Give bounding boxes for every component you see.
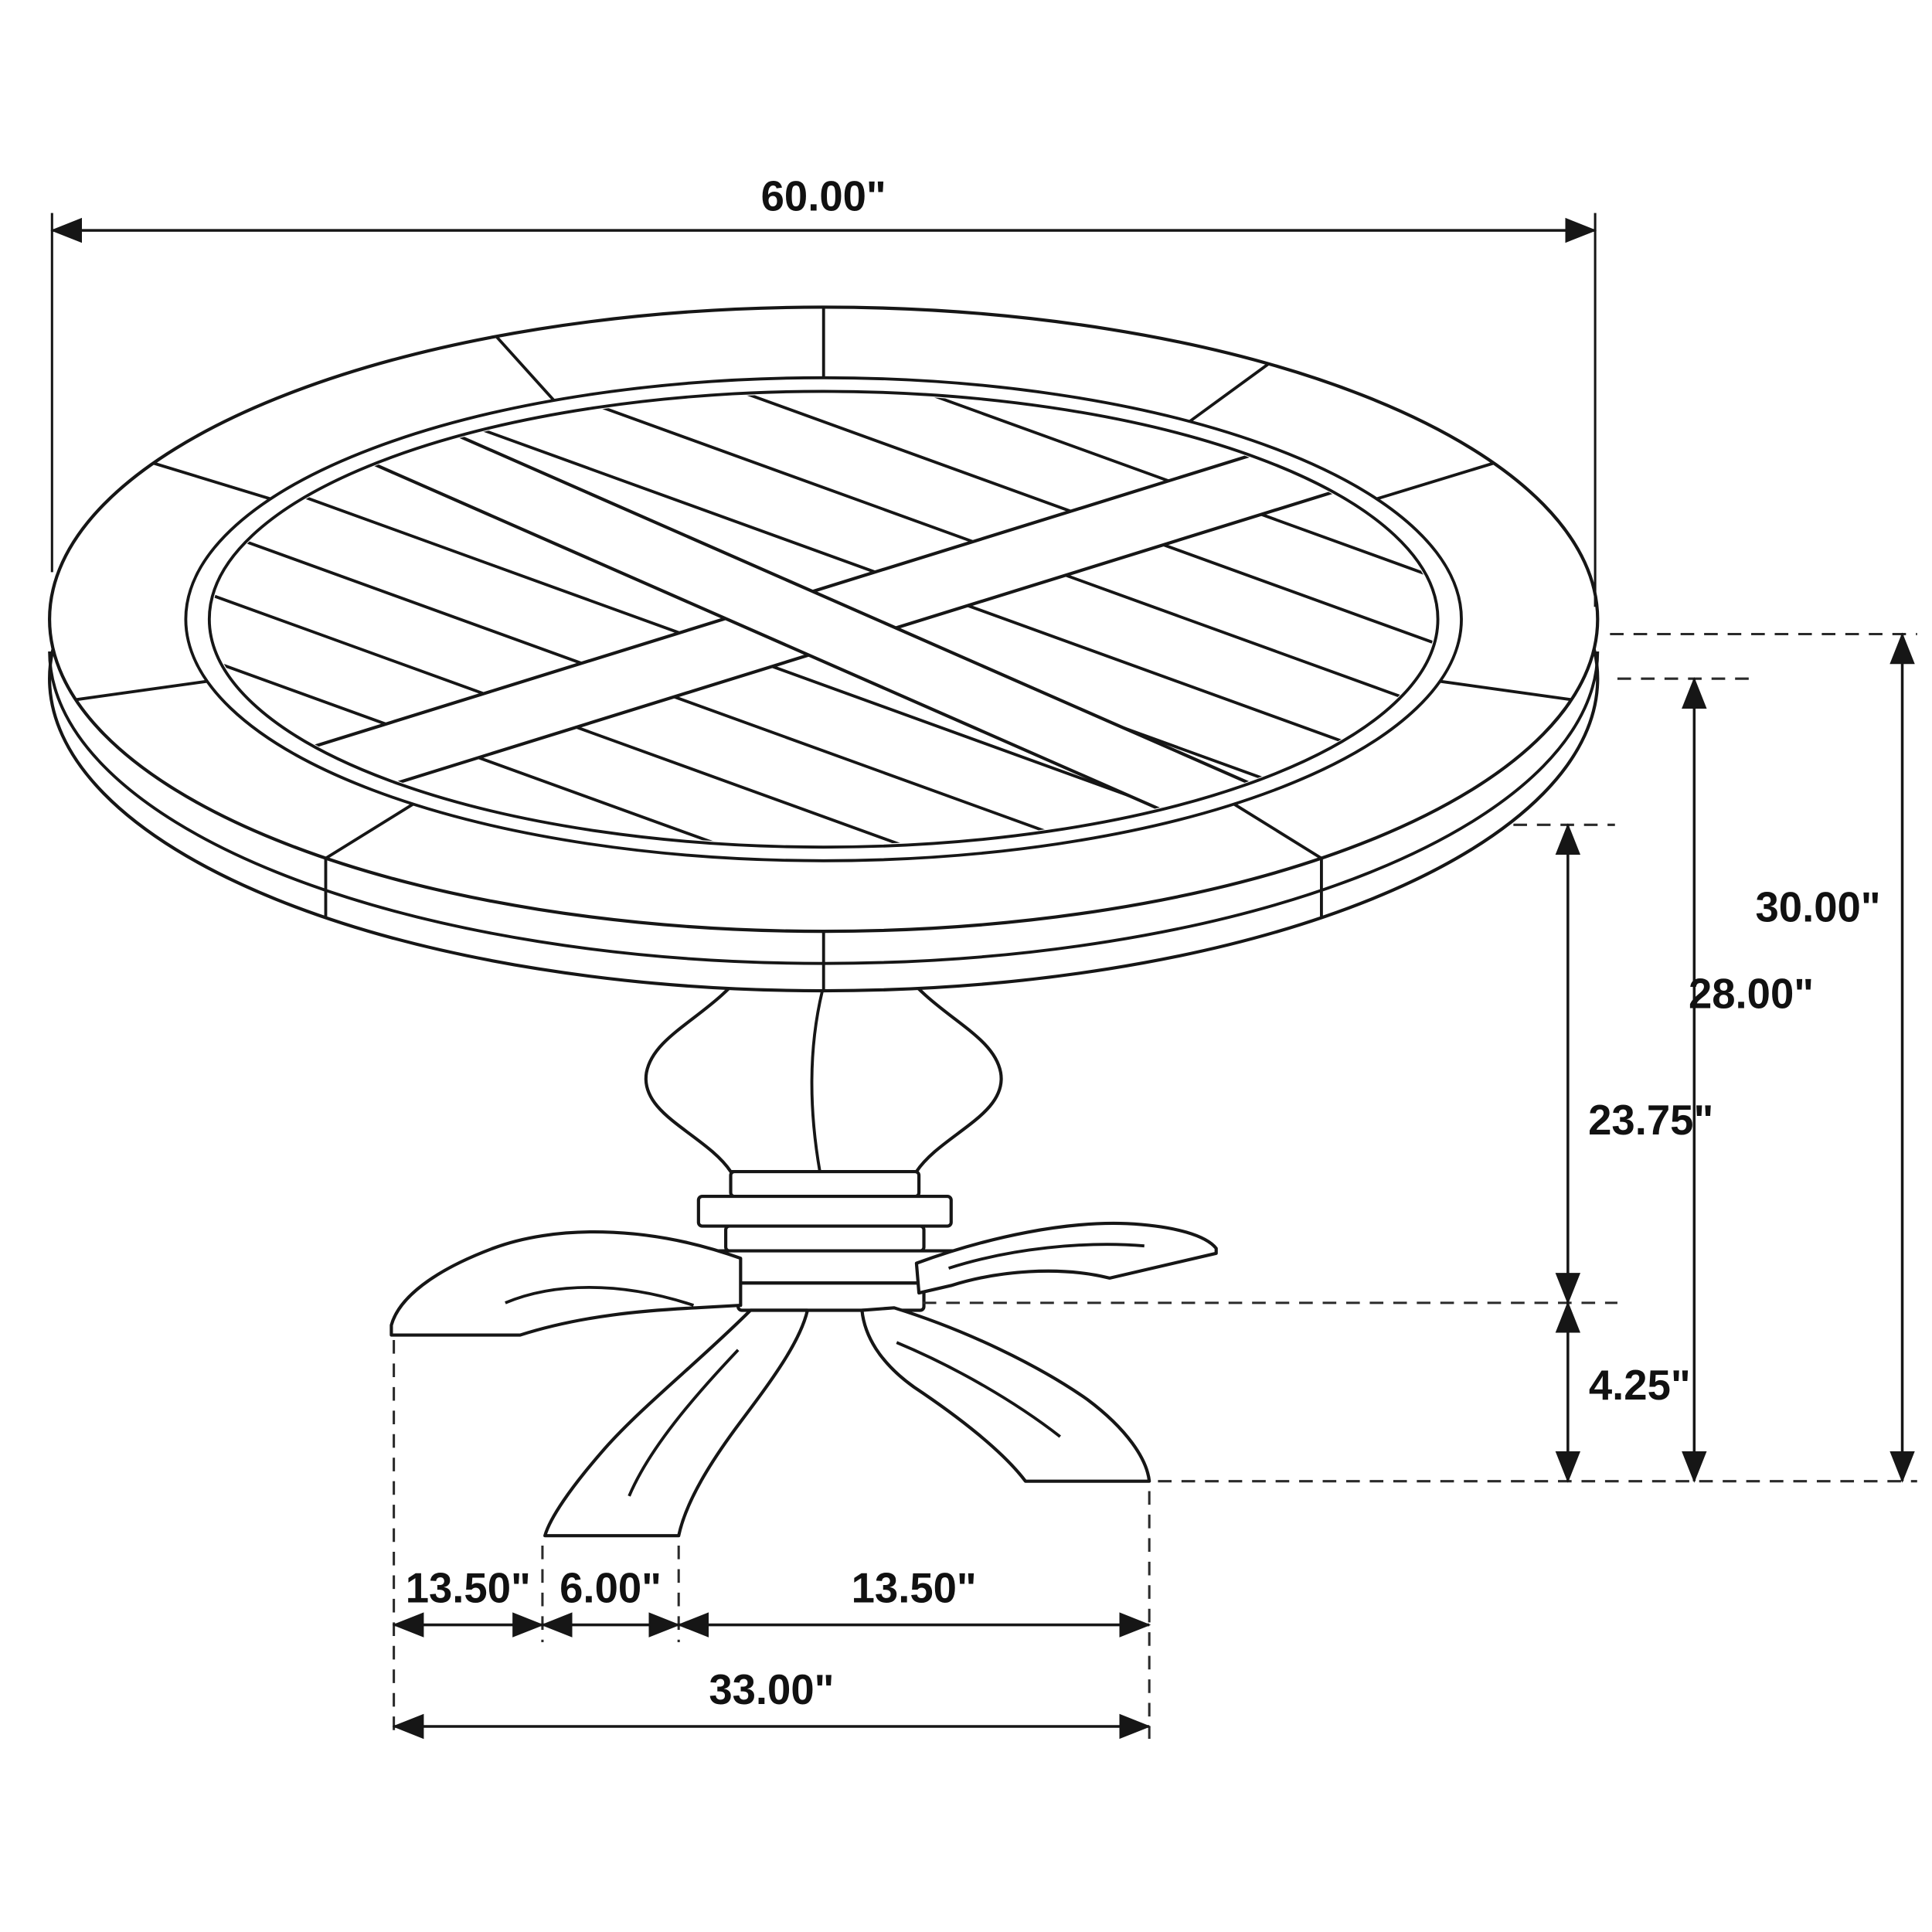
dim-label-base-height: 4.25" xyxy=(1589,1362,1691,1409)
leg-left xyxy=(389,1230,743,1337)
dim-label-base-left: 13.50" xyxy=(406,1565,531,1612)
dim-label-clearance-height: 23.75" xyxy=(1588,1097,1713,1144)
dim-top-diameter: 60.00" xyxy=(50,172,1597,607)
dimensions: 60.00" 30.00" 28.00" 23.75" 4.25" xyxy=(50,172,1917,1740)
tabletop-rim-side-seams xyxy=(324,858,1323,990)
tabletop-rim-joints xyxy=(75,307,1572,860)
dim-base-height: 4.25" xyxy=(1555,1301,1691,1483)
tabletop xyxy=(48,305,1600,993)
tabletop-inner-ring-bevel xyxy=(207,389,1440,849)
dim-overall-height: 30.00" xyxy=(1755,632,1915,1483)
pedestal xyxy=(389,964,1218,1538)
dim-label-base-width: 33.00" xyxy=(709,1666,834,1713)
dim-label-base-center: 6.00" xyxy=(560,1565,662,1612)
leg-right xyxy=(860,1306,1151,1483)
dim-base-width: 33.00" xyxy=(392,1666,1151,1740)
pedestal-vase xyxy=(644,964,1003,1174)
leg-back xyxy=(914,1221,1218,1295)
dim-underside-height: 28.00" xyxy=(1682,677,1814,1483)
dim-label-top-diameter: 60.00" xyxy=(761,172,886,219)
dim-clearance-height: 23.75" xyxy=(1555,823,1713,1305)
dim-label-overall-height: 30.00" xyxy=(1755,883,1880,930)
dim-label-underside-height: 28.00" xyxy=(1689,970,1814,1017)
dim-base-segments: 13.50" 6.00" 13.50" xyxy=(392,1565,1151,1638)
pedestal-legs xyxy=(389,1221,1218,1538)
dim-label-base-right: 13.50" xyxy=(852,1565,977,1612)
